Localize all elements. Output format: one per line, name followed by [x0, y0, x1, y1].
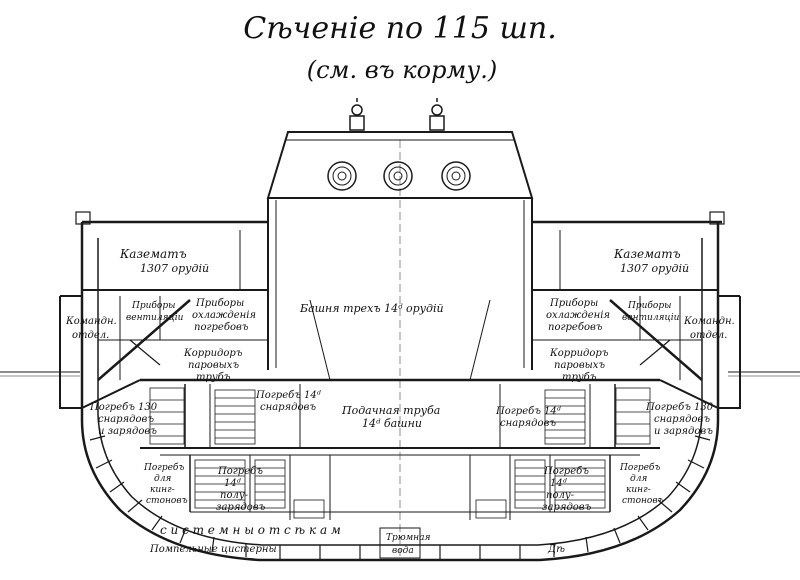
label-charges-left-3: полу-: [220, 490, 249, 501]
label-cooling-right-3: погребовъ: [548, 322, 603, 333]
label-charges-right-3: полу-: [546, 490, 575, 501]
label-corridor-right-2: паровыхъ: [554, 360, 605, 371]
label-hoist: Подачная труба: [341, 404, 440, 417]
label-hoist-2: 14ᵈ башни: [362, 417, 422, 430]
label-ventilation-left-2: вентиляціи: [126, 313, 184, 323]
hull: [75, 211, 725, 562]
label-pump: Трюмная: [386, 533, 430, 543]
label-cooling-right: Приборы: [549, 298, 598, 309]
label-charges-right: Погребъ: [543, 466, 589, 477]
ammo-racks-left: [149, 387, 325, 519]
label-cisterns: Помпельные цистерны: [149, 544, 277, 555]
label-store-right-4: стоновъ: [622, 496, 664, 506]
label-ventilation-left: Приборы: [131, 300, 175, 311]
label-store-right-3: кинг-: [626, 485, 651, 495]
label-cooling-left-3: погребовъ: [194, 322, 249, 333]
label-casemate-right: Казематъ: [613, 247, 681, 261]
label-double-bottom: с и с т е м н ы о т с ѣ к а м: [160, 523, 341, 537]
label-magazine-130-left: Погребъ 130: [89, 402, 158, 413]
label-command-left-2: отдел.: [72, 330, 109, 341]
label-store-right: Погребъ: [619, 462, 660, 473]
label-corridor-left-2: паровыхъ: [188, 360, 239, 371]
label-ventilation-right-2: вентиляціи: [622, 313, 680, 323]
label-charges-right-2: 14ᵈ: [550, 478, 567, 489]
label-shell-14-left-2: снарядовъ: [260, 402, 316, 413]
label-command-left: Командн.: [65, 316, 117, 327]
turret: [266, 98, 534, 560]
label-store-left-4: стоновъ: [146, 496, 188, 506]
label-store-left-3: кинг-: [150, 485, 175, 495]
compartment-labels: Казематъ 1307 орудій Казематъ 1307 оруді…: [65, 247, 735, 559]
label-charges-left: Погребъ: [217, 466, 263, 477]
decks: [59, 230, 741, 520]
label-charges-left-4: зарядовъ: [216, 502, 266, 513]
label-command-right: Командн.: [683, 316, 735, 327]
label-store-left-2: для: [154, 474, 171, 484]
label-store-left: Погребъ: [143, 462, 184, 473]
label-casemate-right-2: 1307 орудій: [620, 262, 689, 275]
label-shell-14-left: Погребъ 14ᵈ: [255, 390, 321, 401]
label-magazine-130-right-2: снарядовъ: [654, 414, 710, 425]
turret-hood-left: [349, 98, 365, 131]
label-charges-left-2: 14ᵈ: [224, 478, 241, 489]
label-store-right-2: для: [630, 474, 647, 484]
label-turret-room: Башня трехъ 14ᵈ орудій: [299, 302, 444, 315]
label-ventilation-right: Приборы: [627, 300, 671, 311]
label-shell-14-right-2: снарядовъ: [500, 418, 556, 429]
label-signature: Дѣ: [547, 544, 565, 555]
label-magazine-130-left-3: и зарядовъ: [98, 426, 157, 437]
label-charges-right-4: зарядовъ: [542, 502, 592, 513]
ammo-racks-right: [475, 387, 651, 519]
gun-port-3: [441, 161, 471, 191]
label-corridor-left-3: трубъ: [196, 372, 231, 383]
label-pump-2: вода: [392, 546, 414, 556]
label-command-right-2: отдел.: [690, 330, 727, 341]
drawing-subtitle: (см. въ корму.): [307, 56, 498, 84]
label-casemate-left: Казематъ: [119, 247, 187, 261]
gun-port-2: [383, 161, 413, 191]
label-shell-14-right: Погребъ 14ᵈ: [495, 406, 561, 417]
label-corridor-right: Корридоръ: [549, 348, 609, 359]
gun-port-1: [327, 161, 357, 191]
drawing-title: Сѣченіе по 115 шп.: [243, 11, 556, 46]
label-magazine-130-right: Погребъ 130: [645, 402, 714, 413]
label-cooling-left-2: охлажденія: [192, 310, 256, 321]
label-casemate-left-2: 1307 орудій: [140, 262, 209, 275]
label-magazine-130-right-3: и зарядовъ: [654, 426, 713, 437]
label-corridor-right-3: трубъ: [562, 372, 597, 383]
label-magazine-130-left-2: снарядовъ: [98, 414, 154, 425]
turret-hood-right: [429, 98, 445, 131]
label-cooling-right-2: охлажденія: [546, 310, 610, 321]
label-corridor-left: Корридоръ: [183, 348, 243, 359]
label-cooling-left: Приборы: [195, 298, 244, 309]
